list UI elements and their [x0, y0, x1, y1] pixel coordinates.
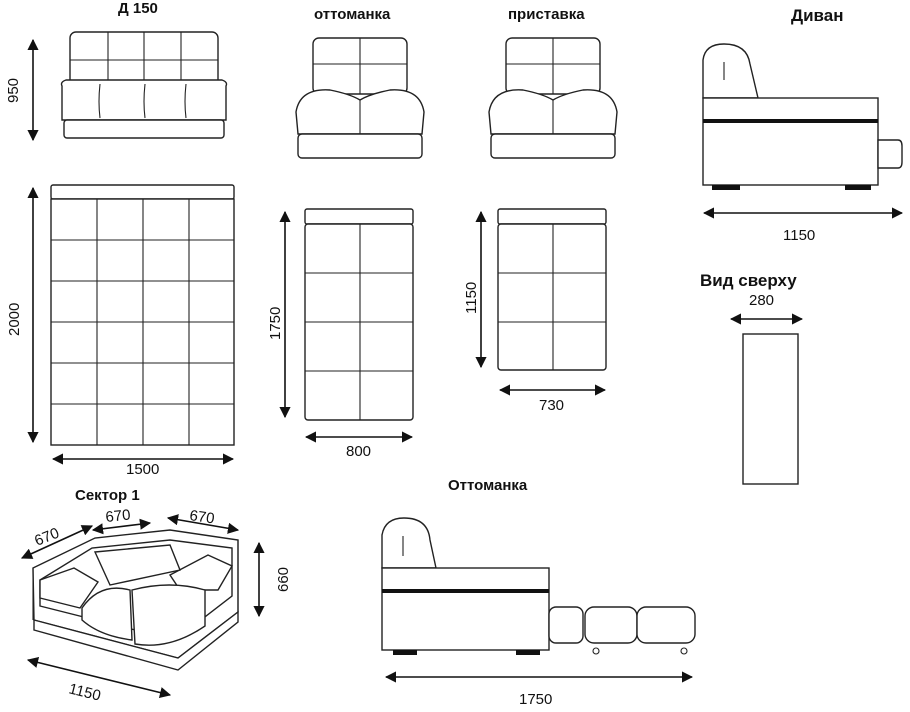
ottomanka-top-view [304, 208, 414, 421]
ottomanka-side-length-label: 1750 [519, 691, 552, 708]
pristavka-width-label: 730 [539, 397, 564, 414]
bed-length-label: 2000 [6, 303, 23, 336]
ottomanka-width-label: 800 [346, 443, 371, 460]
d150-front-view [60, 31, 228, 139]
title-divan: Диван [791, 6, 844, 25]
sektor-side-a-label: 670 [32, 525, 62, 550]
sektor-depth-arrow [26, 656, 172, 699]
title-ottomanka: оттоманка [314, 6, 391, 23]
ottomanka-length-label: 1750 [267, 307, 284, 340]
title-ottomanka-side: Оттоманка [448, 477, 528, 494]
pristavka-top-view [497, 208, 607, 371]
divan-depth-label: 1150 [783, 227, 815, 244]
pristavka-length-label: 1150 [463, 282, 480, 314]
ottomanka-side-view [381, 517, 696, 655]
sektor-side-c-label: 670 [188, 507, 215, 527]
sektor-side-c-arrow [166, 514, 240, 534]
sektor-corner-view [32, 529, 239, 671]
bed-width-label: 1500 [126, 461, 159, 478]
d150-height-label: 950 [5, 78, 22, 103]
title-sektor: Сектор 1 [75, 487, 140, 504]
top-view-width-label: 280 [749, 292, 774, 309]
sektor-side-b-arrow [91, 518, 152, 535]
title-pristavka: приставка [508, 6, 585, 23]
sektor-side-b-label: 670 [105, 506, 132, 526]
title-top-view: Вид сверху [700, 271, 797, 290]
d150-bed-top-view [50, 184, 235, 446]
sektor-height-label: 660 [275, 567, 292, 592]
divan-side-view [702, 43, 903, 190]
sektor-depth-label: 1150 [67, 680, 102, 704]
pristavka-front-view [488, 37, 618, 159]
title-d150: Д 150 [118, 0, 158, 17]
top-view-armrest [742, 333, 799, 485]
ottomanka-front-view [295, 37, 425, 159]
sektor-side-a-arrow [20, 525, 94, 559]
